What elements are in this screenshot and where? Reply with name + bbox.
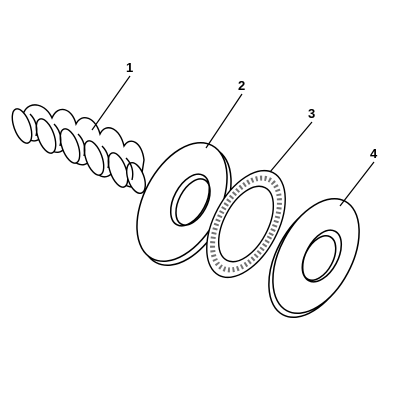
needle-thrust-bearing — [206, 169, 286, 279]
leader-line-1 — [91, 75, 131, 131]
callout-3: 3 — [308, 106, 315, 121]
thrust-washer-rear — [268, 197, 360, 319]
callout-2: 2 — [238, 78, 245, 93]
callout-1: 1 — [126, 60, 133, 75]
coil-spring — [11, 104, 146, 194]
leader-line-3 — [269, 121, 313, 173]
leader-line-2 — [205, 93, 243, 149]
leader-line-4 — [339, 161, 375, 207]
callout-4: 4 — [370, 146, 378, 161]
